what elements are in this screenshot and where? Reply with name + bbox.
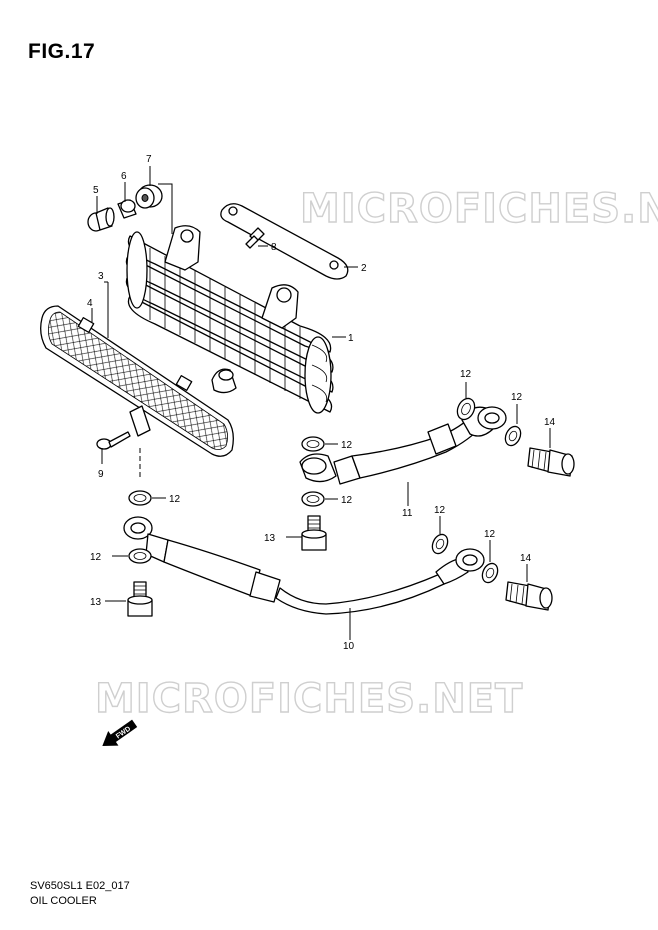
forward-label: FWD: [115, 725, 132, 740]
drawing-name: OIL COOLER: [30, 895, 97, 907]
screw-5: [87, 207, 115, 232]
callout-2: 2: [361, 263, 367, 274]
drawing-code: SV650SL1 E02_017: [30, 880, 130, 892]
callout-12-b: 12: [511, 392, 523, 403]
callout-3: 3: [98, 271, 104, 282]
collar-6: [117, 199, 137, 219]
callout-12-h: 12: [484, 529, 496, 540]
oil-cooler-core: [125, 225, 334, 414]
callout-12-g: 12: [434, 505, 446, 516]
oil-hose-11: [299, 406, 507, 485]
cooler-screen: [40, 305, 234, 457]
washers-12: [128, 397, 522, 584]
callout-7: 7: [146, 154, 152, 165]
callout-12-c: 12: [341, 440, 353, 451]
watermark-bottom: MICROFICHES.NET: [95, 676, 523, 722]
cooler-bracket: [220, 203, 349, 280]
bolt-8: [245, 227, 265, 249]
callout-11: 11: [402, 508, 413, 519]
oil-hose-10: [123, 516, 485, 615]
forward-direction-arrow: FWD: [102, 719, 138, 746]
callout-5: 5: [93, 185, 99, 196]
callout-9: 9: [98, 469, 104, 480]
callout-4: 4: [87, 298, 93, 309]
callout-1: 1: [348, 333, 354, 344]
callout-12-f: 12: [90, 552, 102, 563]
callout-14-b: 14: [520, 553, 532, 564]
callout-12-e: 12: [169, 494, 181, 505]
union-13-upper: [301, 515, 327, 551]
callout-6: 6: [121, 171, 127, 182]
figure-title: FIG.17: [28, 40, 96, 63]
union-13-lower: [127, 581, 153, 617]
callout-13-b: 13: [90, 597, 102, 608]
callout-10: 10: [343, 641, 355, 652]
callout-12-d: 12: [341, 495, 353, 506]
screw-9: [96, 431, 131, 450]
callout-12-a: 12: [460, 369, 472, 380]
callout-8: 8: [271, 242, 277, 253]
callout-labels: 1 2 3 4 5 6 7 8 9 10 11 12 12 12 12 12 1…: [87, 154, 556, 652]
leader-lines: [91, 166, 551, 640]
watermark-top: MICROFICHES.NET: [300, 186, 658, 232]
callout-14-a: 14: [544, 417, 556, 428]
union-bolt-14-lower: [505, 581, 553, 611]
union-bolt-14-upper: [527, 447, 575, 477]
callout-13-a: 13: [264, 533, 276, 544]
grommet-7: [135, 184, 163, 209]
